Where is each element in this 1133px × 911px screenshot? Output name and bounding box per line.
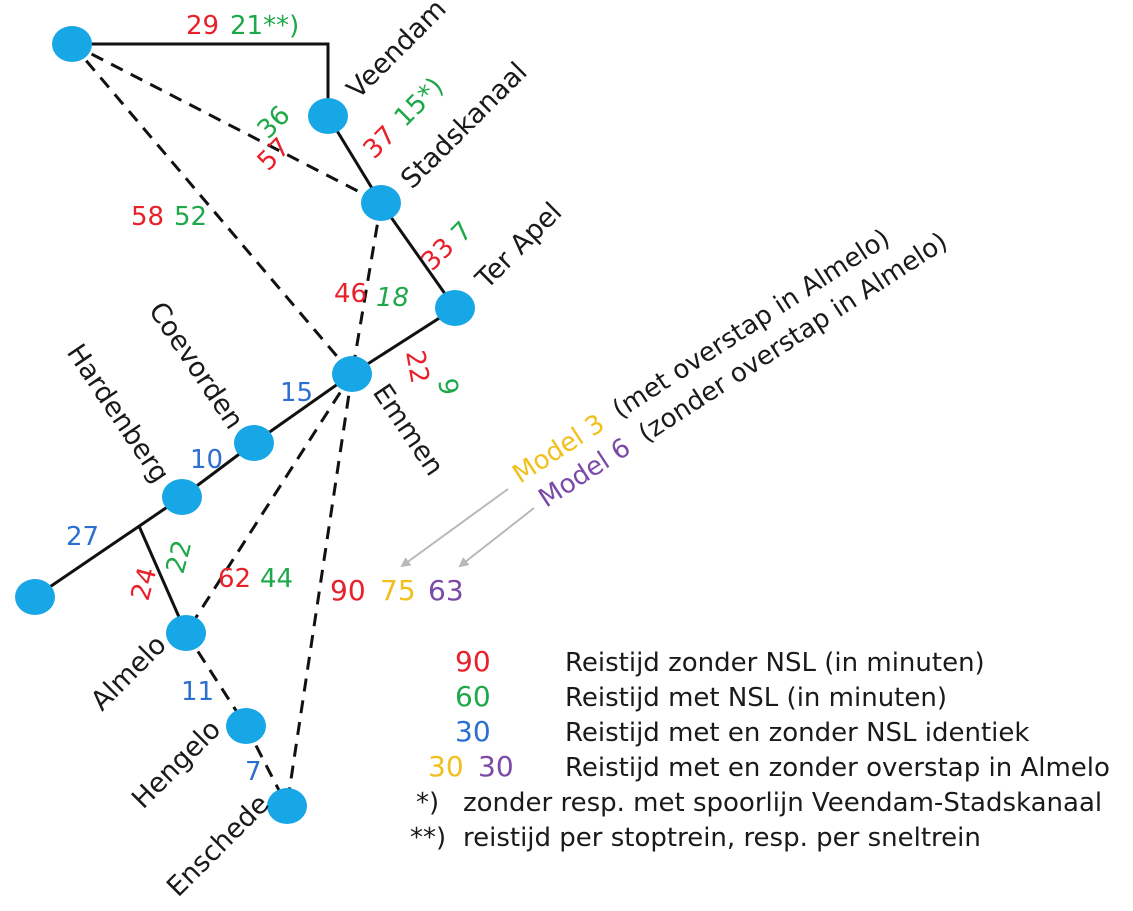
label-diag-emmen-red: 58 xyxy=(131,202,164,232)
legend-text-single-asterisk: zonder resp. met spoorlijn Veendam-Stads… xyxy=(463,788,1102,818)
station-coevorden xyxy=(234,425,274,461)
arrow-model6 xyxy=(458,507,535,568)
dash-emmen-enschede xyxy=(285,373,354,807)
model6-description: (zonder overstap in Almelo) xyxy=(633,227,953,449)
example-value-red: 90 xyxy=(330,574,366,607)
label-veendam-stad-green: 15*) xyxy=(389,72,450,133)
legend-key-yellow: 30 xyxy=(428,750,464,783)
label-almelo-hengelo-blue: 11 xyxy=(181,677,214,707)
model-arrows xyxy=(400,488,535,568)
city-hardenberg: Hardenberg xyxy=(60,339,175,489)
label-stad-emmen-green: 18 xyxy=(376,283,409,313)
example-value-purple: 63 xyxy=(428,574,464,607)
station-hardenberg xyxy=(162,479,202,515)
model6-annotation: Model 6 (zonder overstap in Almelo) xyxy=(533,227,953,514)
label-top-green: 21**) xyxy=(230,11,299,41)
line-hardenberg-west xyxy=(34,495,183,599)
legend-text-double-asterisk: reistijd per stoptrein, resp. per sneltr… xyxy=(463,823,981,853)
line-terapel-emmen xyxy=(351,306,456,376)
city-coevorden: Coevorden xyxy=(142,297,249,435)
station-veendam xyxy=(308,98,348,134)
stations xyxy=(15,26,475,824)
dash-groningen-emmen xyxy=(70,43,354,375)
line-emmen-coevorden xyxy=(253,372,353,445)
station-groningen xyxy=(52,26,92,62)
dash-groningen-stadskanaal xyxy=(71,42,382,205)
city-ter-apel: Ter Apel xyxy=(469,197,568,296)
arrow-model3 xyxy=(400,488,509,568)
line-hardenberg-almelo-branch xyxy=(137,525,188,634)
legend: 90 Reistijd zonder NSL (in minuten) 60 R… xyxy=(410,645,1110,853)
legend-key-blue: 30 xyxy=(455,715,491,748)
legend-key-purple: 30 xyxy=(478,750,514,783)
label-veendam-stad-red: 37 xyxy=(358,120,403,165)
example-value-yellow: 75 xyxy=(380,574,416,607)
station-emmen xyxy=(332,356,372,392)
city-hengelo: Hengelo xyxy=(126,714,227,815)
dash-emmen-almelo xyxy=(184,373,354,634)
dash-stadskanaal-emmen xyxy=(350,202,383,375)
station-west xyxy=(15,579,55,615)
city-almelo: Almelo xyxy=(85,629,173,717)
legend-key-red: 90 xyxy=(455,645,491,678)
label-emmen-terapel-red: 22 xyxy=(399,348,434,386)
label-stad-emmen-red: 46 xyxy=(334,279,367,309)
station-enschede xyxy=(267,788,307,824)
legend-text-blue: Reistijd met en zonder NSL identiek xyxy=(565,718,1029,748)
label-left-hard-blue: 27 xyxy=(66,522,99,552)
station-ter-apel xyxy=(435,290,475,326)
legend-text-model: Reistijd met en zonder overstap in Almel… xyxy=(565,753,1110,783)
model3-annotation: Model 3 (met overstap in Almelo) xyxy=(507,223,895,489)
legend-text-green: Reistijd met NSL (in minuten) xyxy=(565,683,947,713)
station-hengelo xyxy=(226,708,266,744)
model3-description: (met overstap in Almelo) xyxy=(607,223,895,425)
legend-key-double-asterisk: **) xyxy=(410,823,446,853)
line-groningen-veendam xyxy=(72,42,330,116)
station-stadskanaal xyxy=(361,185,401,221)
label-stad-terapel-red: 33 xyxy=(416,232,461,277)
label-emmen-almelo-red: 62 xyxy=(218,564,251,594)
city-enschede: Enschede xyxy=(161,789,275,903)
label-coev-emmen-blue: 15 xyxy=(280,378,313,408)
legend-text-red: Reistijd zonder NSL (in minuten) xyxy=(565,648,985,678)
label-top-red: 29 xyxy=(186,11,219,41)
label-emmen-almelo-green: 44 xyxy=(260,564,293,594)
label-hard-almelo-green: 22 xyxy=(161,537,199,577)
line-stadskanaal-terapel xyxy=(379,202,457,309)
legend-key-single-asterisk: *) xyxy=(416,788,439,818)
legend-key-green: 60 xyxy=(455,680,491,713)
label-hard-coev-blue: 10 xyxy=(190,445,223,475)
label-hengelo-enschede-blue: 7 xyxy=(245,757,262,787)
label-diag-emmen-green: 52 xyxy=(174,202,207,232)
station-almelo xyxy=(166,615,206,651)
label-emmen-terapel-green: 9 xyxy=(431,376,463,398)
